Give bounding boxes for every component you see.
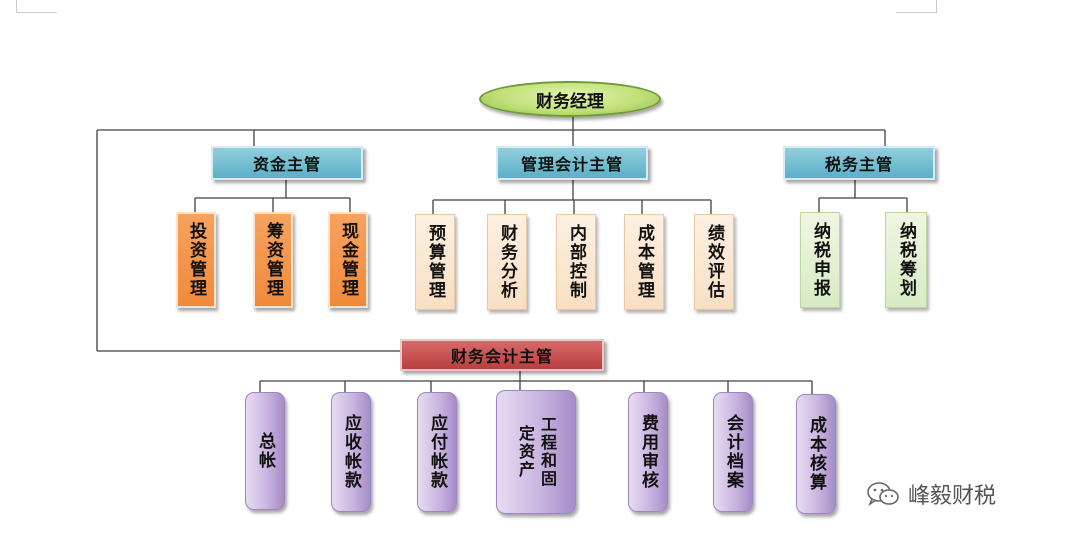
fund-child-investment: 投资管理 [176, 212, 216, 308]
supervisor-tax: 税务主管 [783, 146, 935, 180]
fund-child-financing: 筹资管理 [253, 212, 293, 308]
fund-child-label: 投资管理 [186, 222, 206, 298]
accounting-child-label: 工程和固定资产 [516, 416, 557, 488]
management-child-budget: 预算管理 [415, 214, 455, 310]
root-label: 财务经理 [536, 91, 604, 112]
page-corner-mark-right [896, 0, 937, 13]
accounting-child-receivables: 应收帐款 [331, 392, 371, 512]
management-child-label: 成本管理 [634, 224, 654, 300]
management-child-label: 财务分析 [497, 224, 517, 300]
accounting-child-general-ledger: 总帐 [245, 392, 285, 510]
tax-child-planning: 纳税筹划 [885, 212, 927, 308]
supervisor-management-accounting: 管理会计主管 [496, 146, 648, 180]
page-corner-mark-left [16, 0, 57, 13]
supervisor-fund: 资金主管 [211, 146, 363, 180]
management-child-label: 绩效评估 [704, 224, 724, 300]
management-child-internal-control: 内部控制 [556, 214, 596, 310]
accounting-child-label: 应付帐款 [427, 414, 447, 490]
accounting-child-label: 费用审核 [638, 414, 658, 490]
supervisor-tax-label: 税务主管 [824, 155, 893, 174]
management-child-cost: 成本管理 [624, 214, 664, 310]
accounting-child-cost-accounting: 成本核算 [796, 394, 836, 514]
wechat-icon [867, 482, 899, 507]
accounting-child-label: 会计档案 [723, 414, 743, 490]
tax-child-label: 纳税申报 [810, 222, 830, 298]
tax-child-filing: 纳税申报 [800, 212, 840, 308]
accounting-child-label: 应收帐款 [341, 414, 361, 490]
management-child-performance: 绩效评估 [694, 214, 734, 310]
accounting-child-expense-audit: 费用审核 [628, 392, 668, 512]
tax-child-label: 纳税筹划 [896, 222, 916, 298]
accounting-child-fixed-assets: 工程和固定资产 [496, 390, 576, 514]
accounting-child-label: 成本核算 [806, 416, 826, 492]
supervisor-financial-accounting-label: 财务会计主管 [450, 347, 553, 366]
watermark: 峰毅财税 [866, 478, 996, 510]
watermark-text: 峰毅财税 [908, 484, 997, 509]
management-child-label: 预算管理 [425, 224, 445, 300]
management-child-label: 内部控制 [566, 224, 586, 300]
supervisor-fund-label: 资金主管 [252, 155, 321, 174]
root-node-finance-manager: 财务经理 [479, 81, 661, 117]
management-child-analysis: 财务分析 [487, 214, 527, 310]
accounting-child-payables: 应付帐款 [417, 392, 457, 512]
fund-child-cash: 现金管理 [328, 212, 368, 308]
fund-child-label: 筹资管理 [263, 222, 283, 298]
accounting-child-label: 总帐 [255, 432, 275, 470]
supervisor-financial-accounting: 财务会计主管 [400, 339, 604, 371]
fund-child-label: 现金管理 [338, 222, 358, 298]
supervisor-management-accounting-label: 管理会计主管 [520, 155, 623, 174]
accounting-child-archives: 会计档案 [713, 392, 753, 512]
